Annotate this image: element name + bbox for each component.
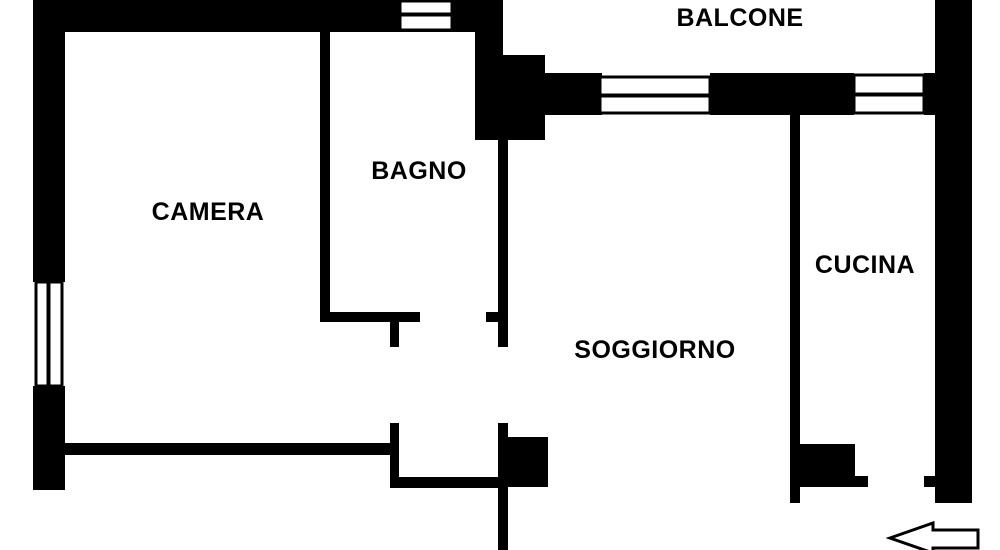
wall-balcone-bottom-left	[540, 73, 602, 115]
room-label-camera: CAMERA	[152, 198, 265, 226]
partitions	[62, 28, 938, 550]
partition-bagno-soggiorno	[498, 135, 508, 347]
wall-right	[935, 0, 972, 503]
partition-bagno-bottom-right	[486, 312, 506, 322]
room-label-cucina: CUCINA	[815, 251, 915, 279]
wall-balcone-step	[500, 55, 545, 140]
wall-balcone-bottom-right	[924, 73, 936, 115]
pillar-soggiorno	[498, 437, 548, 487]
corridor-bottom	[390, 477, 508, 488]
wall-bagno-balcone	[475, 0, 503, 140]
wall-balcone-bottom-mid	[710, 73, 854, 115]
window-soggiorno-balcone	[598, 75, 712, 115]
wall-left-lower	[33, 386, 65, 490]
partition-soggiorno-cucina	[790, 113, 800, 503]
cucina-wall-stub-left	[850, 476, 868, 487]
window-bagno-top	[398, 0, 454, 32]
walls	[33, 0, 972, 503]
room-label-soggiorno: SOGGIORNO	[574, 336, 735, 364]
room-labels: CAMERA BAGNO BALCONE SOGGIORNO CUCINA	[152, 4, 915, 364]
wall-left-upper	[33, 0, 65, 282]
window-cucina-balcone	[852, 73, 926, 115]
room-label-bagno: BAGNO	[371, 157, 467, 185]
room-label-balcone: BALCONE	[676, 4, 803, 32]
partition-camera-bottom	[62, 443, 392, 455]
door-jamb-bagno-left	[390, 312, 399, 347]
arrow-left-icon	[885, 520, 980, 550]
partition-bagno-bottom-left	[320, 312, 420, 322]
cucina-wall-stub-right	[924, 476, 938, 487]
pillar-cucina	[795, 444, 855, 487]
windows	[34, 0, 926, 388]
window-camera-left	[34, 280, 64, 388]
corridor-left-jamb	[390, 423, 399, 488]
partition-camera-bagno	[320, 28, 330, 322]
